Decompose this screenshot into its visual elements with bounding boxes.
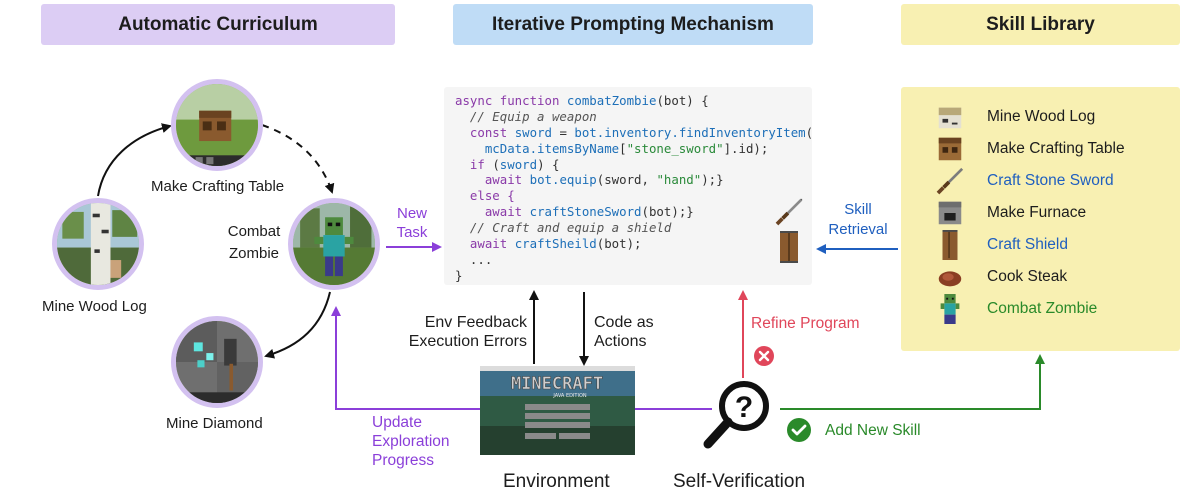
new-task-label-line2: Task [396, 224, 428, 241]
minecraft-title-screen-icon: MINECRAFT JAVA EDITION [480, 366, 635, 455]
svg-text:JAVA EDITION: JAVA EDITION [552, 393, 587, 399]
combat-zombie-node [288, 198, 380, 290]
shield-icon [935, 230, 965, 260]
skill-library-header: Skill Library [901, 4, 1180, 45]
environment-screenshot: MINECRAFT JAVA EDITION [480, 366, 635, 455]
update-progress-label-line1: Update [372, 414, 422, 431]
combat-zombie-label-line1: Combat [227, 223, 281, 240]
code-line-10: await craftSheild(bot); [455, 236, 642, 252]
refine-program-label: Refine Program [751, 315, 860, 332]
combat-zombie-label-line2: Zombie [228, 245, 280, 262]
new-task-label-line1: New [396, 205, 427, 222]
skill-item: Make Crafting Table [901, 133, 1180, 165]
add-new-skill-label: Add New Skill [825, 422, 921, 439]
skill-item: Craft Stone Sword [901, 165, 1180, 197]
skill-retrieval-label-line2: Retrieval [828, 221, 888, 238]
arrow-add-new-skill [780, 354, 1045, 410]
skill-label: Craft Shield [987, 236, 1068, 253]
code-as-actions-label-line2: Actions [594, 333, 647, 350]
mine-diamond-label: Mine Diamond [166, 415, 263, 432]
code-block: async function combatZombie(bot) { // Eq… [444, 87, 814, 285]
magnifier-question-icon: ? [703, 381, 769, 449]
skill-label: Cook Steak [987, 268, 1068, 285]
make-crafting-table-label: Make Crafting Table [151, 178, 285, 195]
svg-text:?: ? [735, 391, 753, 424]
crafting-table-scene-icon [176, 84, 258, 166]
arrow-wood-to-table [97, 123, 172, 197]
mine-wood-log-node [52, 198, 144, 290]
automatic-curriculum-header: Automatic Curriculum [41, 4, 395, 45]
code-line-4: mcData.itemsByName["stone_sword"].id); [455, 140, 769, 156]
svg-text:MINECRAFT: MINECRAFT [511, 374, 603, 394]
code-line-7: else { [455, 188, 515, 204]
error-x-icon [754, 346, 774, 366]
code-line-9: // Craft and equip a shield [455, 220, 672, 236]
skill-label: Make Furnace [987, 204, 1087, 221]
skill-label: Make Crafting Table [987, 140, 1125, 157]
code-line-6: await bot.equip(sword, "hand");} [455, 172, 724, 188]
mine-diamond-node [171, 316, 263, 408]
skill-label: Craft Stone Sword [987, 172, 1114, 189]
skill-item: Craft Shield [901, 229, 1180, 261]
arrow-zombie-to-diamond [264, 291, 331, 359]
code-line-8: await craftStoneSword(bot);} [455, 204, 694, 220]
code-line-11: ... [455, 251, 493, 267]
crafting-table-icon [935, 134, 965, 164]
skill-item: Cook Steak [901, 261, 1180, 293]
iterative-prompting-header: Iterative Prompting Mechanism [453, 4, 813, 45]
stone-sword-icon [775, 198, 803, 226]
update-progress-label-line3: Progress [372, 452, 435, 469]
code-line-5: if (sword) { [455, 156, 560, 172]
skill-item: Make Furnace [901, 197, 1180, 229]
zombie-icon [935, 294, 965, 324]
shield-icon [780, 231, 798, 263]
stone-sword-icon [935, 166, 965, 196]
birch-log-scene-icon [57, 203, 139, 285]
skill-library-panel: Mine Wood Log Make Crafting Table Craft … [901, 87, 1180, 351]
wood-log-icon [935, 102, 965, 132]
code-line-3: const sword = bot.inventory.findInventor… [455, 124, 814, 140]
code-line-1: async function combatZombie(bot) { [455, 93, 709, 108]
skill-label: Mine Wood Log [987, 108, 1096, 125]
env-feedback-label-line2: Execution Errors [408, 333, 527, 350]
diamond-ore-scene-icon [176, 321, 258, 403]
code-line-2: // Equip a weapon [455, 108, 597, 124]
code-line-12: } [455, 267, 463, 283]
skill-item: Mine Wood Log [901, 101, 1180, 133]
update-progress-label-line2: Exploration [372, 433, 450, 450]
make-crafting-table-node [171, 79, 263, 171]
arrow-update-progress [331, 306, 480, 410]
skill-retrieval-label-line1: Skill [844, 201, 872, 218]
furnace-icon [935, 198, 965, 228]
success-check-icon [787, 418, 811, 442]
skill-label: Combat Zombie [987, 300, 1098, 317]
arrow-table-to-zombie [261, 124, 335, 194]
mine-wood-log-label: Mine Wood Log [42, 298, 147, 315]
env-feedback-label-line1: Env Feedback [424, 314, 527, 331]
self-verification-label: Self-Verification [673, 471, 806, 492]
steak-icon [935, 262, 965, 292]
code-as-actions-label-line1: Code as [594, 314, 654, 331]
skill-item: Combat Zombie [901, 293, 1180, 325]
environment-label: Environment [503, 471, 610, 492]
zombie-scene-icon [293, 203, 375, 285]
